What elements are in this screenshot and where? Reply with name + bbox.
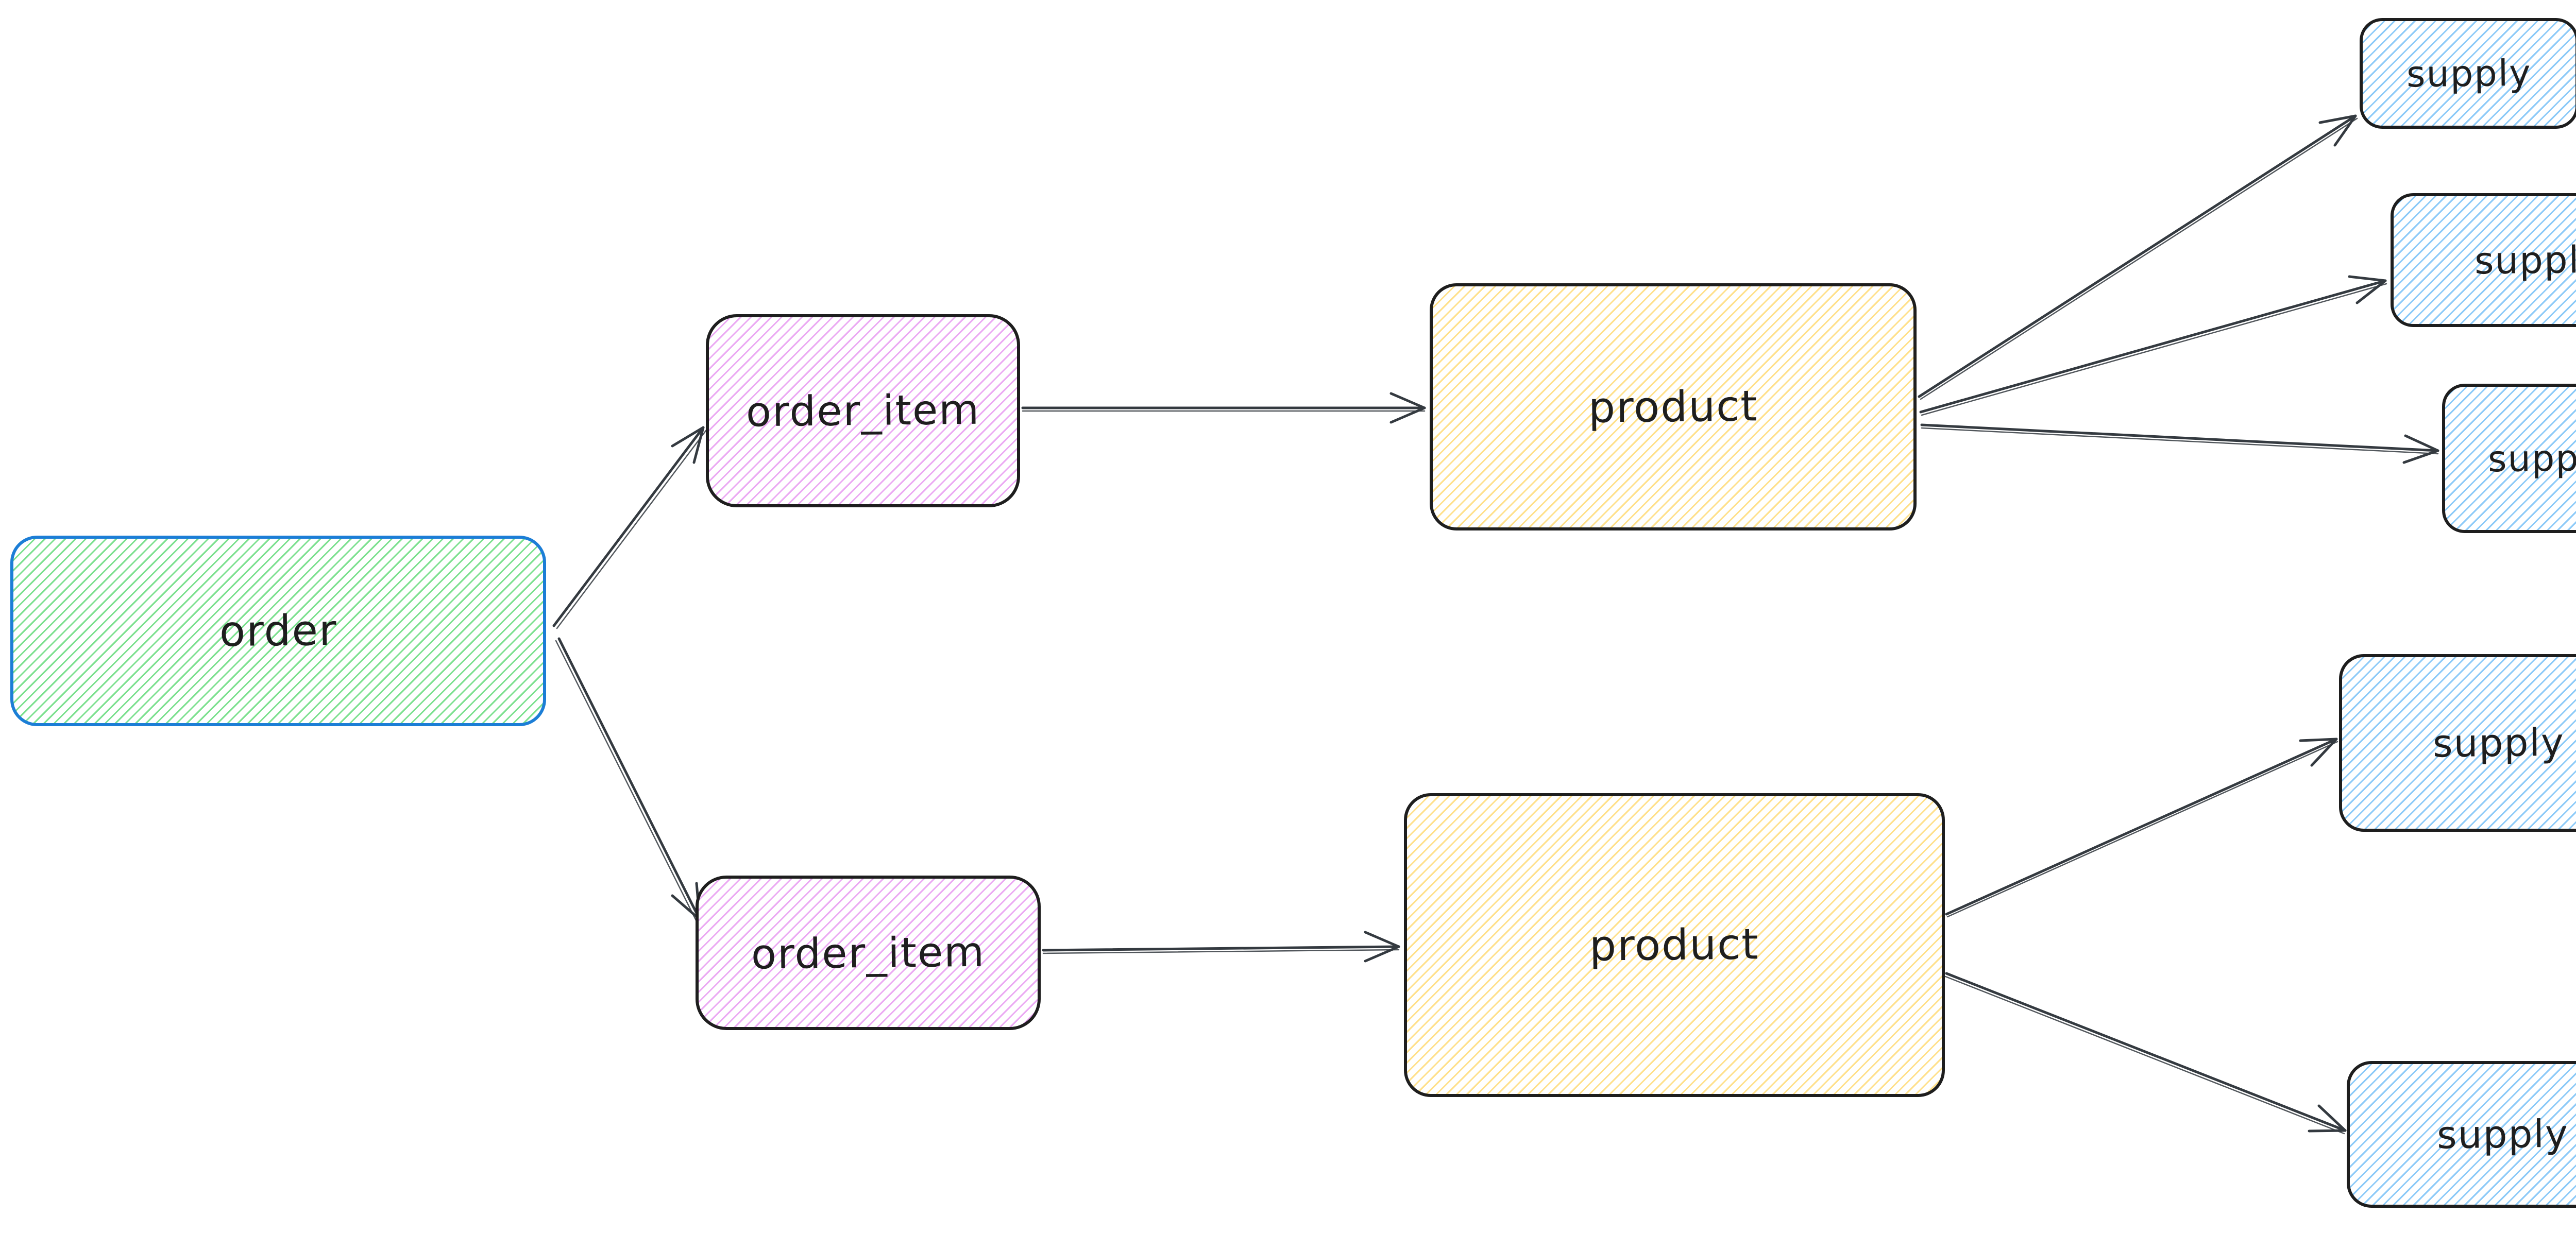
node-product-2[interactable]: product (1404, 793, 1945, 1097)
node-order-item-2[interactable]: order_item (696, 876, 1041, 1030)
node-product-2-label: product (1589, 919, 1760, 971)
arrow-order-item-2-to-product-2[interactable] (1042, 931, 1400, 963)
node-supply-2-label: supply (2474, 237, 2576, 283)
node-order-item-2-label: order_item (751, 928, 986, 978)
node-supply-4[interactable]: supply (2339, 654, 2576, 832)
node-order[interactable]: order (10, 536, 546, 726)
arrow-product-1-to-supply-3[interactable] (1920, 423, 2439, 464)
arrow-product-2-to-supply-4[interactable] (1945, 738, 2338, 918)
node-supply-2[interactable]: supply (2391, 193, 2576, 327)
node-order-item-1-label: order_item (745, 385, 980, 436)
node-order-item-1[interactable]: order_item (706, 314, 1020, 507)
node-supply-4-label: supply (2432, 720, 2565, 766)
node-supply-5-label: supply (2436, 1111, 2569, 1157)
arrow-order-to-order-item-2[interactable] (555, 637, 701, 922)
node-product-1-label: product (1588, 381, 1758, 433)
arrow-product-1-to-supply-1[interactable] (1918, 114, 2358, 400)
arrow-order-to-order-item-1[interactable] (552, 426, 707, 629)
arrow-product-2-to-supply-5[interactable] (1944, 972, 2347, 1135)
node-order-label: order (219, 606, 337, 656)
node-supply-3[interactable]: supply (2442, 384, 2576, 533)
node-product-1[interactable]: product (1430, 283, 1917, 530)
node-supply-5[interactable]: supply (2347, 1061, 2576, 1208)
arrow-product-1-to-supply-2[interactable] (1919, 275, 2387, 416)
node-supply-3-label: supply (2487, 436, 2576, 481)
node-supply-1-label: supply (2406, 52, 2532, 95)
node-supply-1[interactable]: supply (2360, 18, 2576, 129)
arrow-order-item-1-to-product-1[interactable] (1021, 392, 1426, 424)
